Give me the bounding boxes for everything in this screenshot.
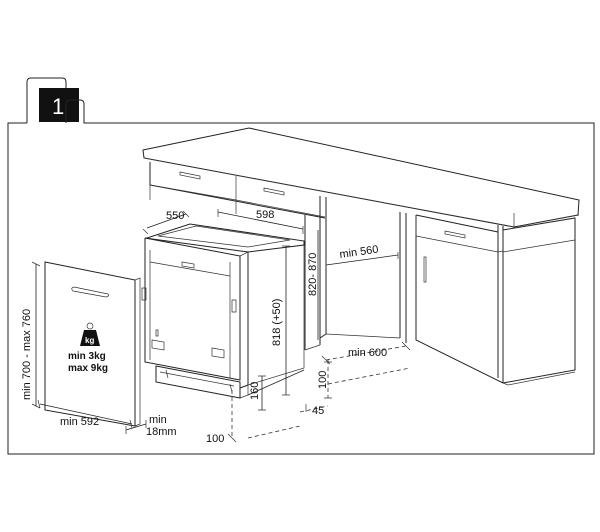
dim-45: 45 xyxy=(312,405,324,417)
weight-kg-icon: kg xyxy=(80,322,100,346)
dim-818: 818 (+50) xyxy=(271,299,283,346)
dim-panel-width: min 592 xyxy=(60,416,99,428)
right-cabinet xyxy=(325,212,576,386)
weight-max: max 9kg xyxy=(68,363,108,374)
dim-820-870: 820- 870 xyxy=(307,253,319,296)
diagram-frame xyxy=(7,99,595,455)
left-drawers xyxy=(149,162,326,219)
dim-panel-thickness-1: min xyxy=(149,414,167,426)
dishwasher xyxy=(141,223,305,399)
dim-panel-thickness-2: 18mm xyxy=(146,426,177,438)
step-number: 1 xyxy=(52,94,64,119)
decor-panel xyxy=(44,261,141,427)
dim-100-bottom: 100 xyxy=(206,433,224,445)
dim-598: 598 xyxy=(256,209,274,221)
step-tab: 1 xyxy=(26,77,79,123)
weight-min: min 3kg xyxy=(68,351,106,362)
dim-min-560: min 560 xyxy=(339,244,379,261)
dim-100-right: 100 xyxy=(317,371,329,389)
dim-550: 550 xyxy=(166,210,184,222)
dim-160: 160 xyxy=(249,382,261,400)
dim-panel-height: min 700 - max 760 xyxy=(21,309,33,400)
dim-min-600: min 600 xyxy=(348,347,387,359)
step-badge xyxy=(39,88,79,122)
weight-icon-label: kg xyxy=(85,336,94,345)
countertop xyxy=(142,127,580,228)
